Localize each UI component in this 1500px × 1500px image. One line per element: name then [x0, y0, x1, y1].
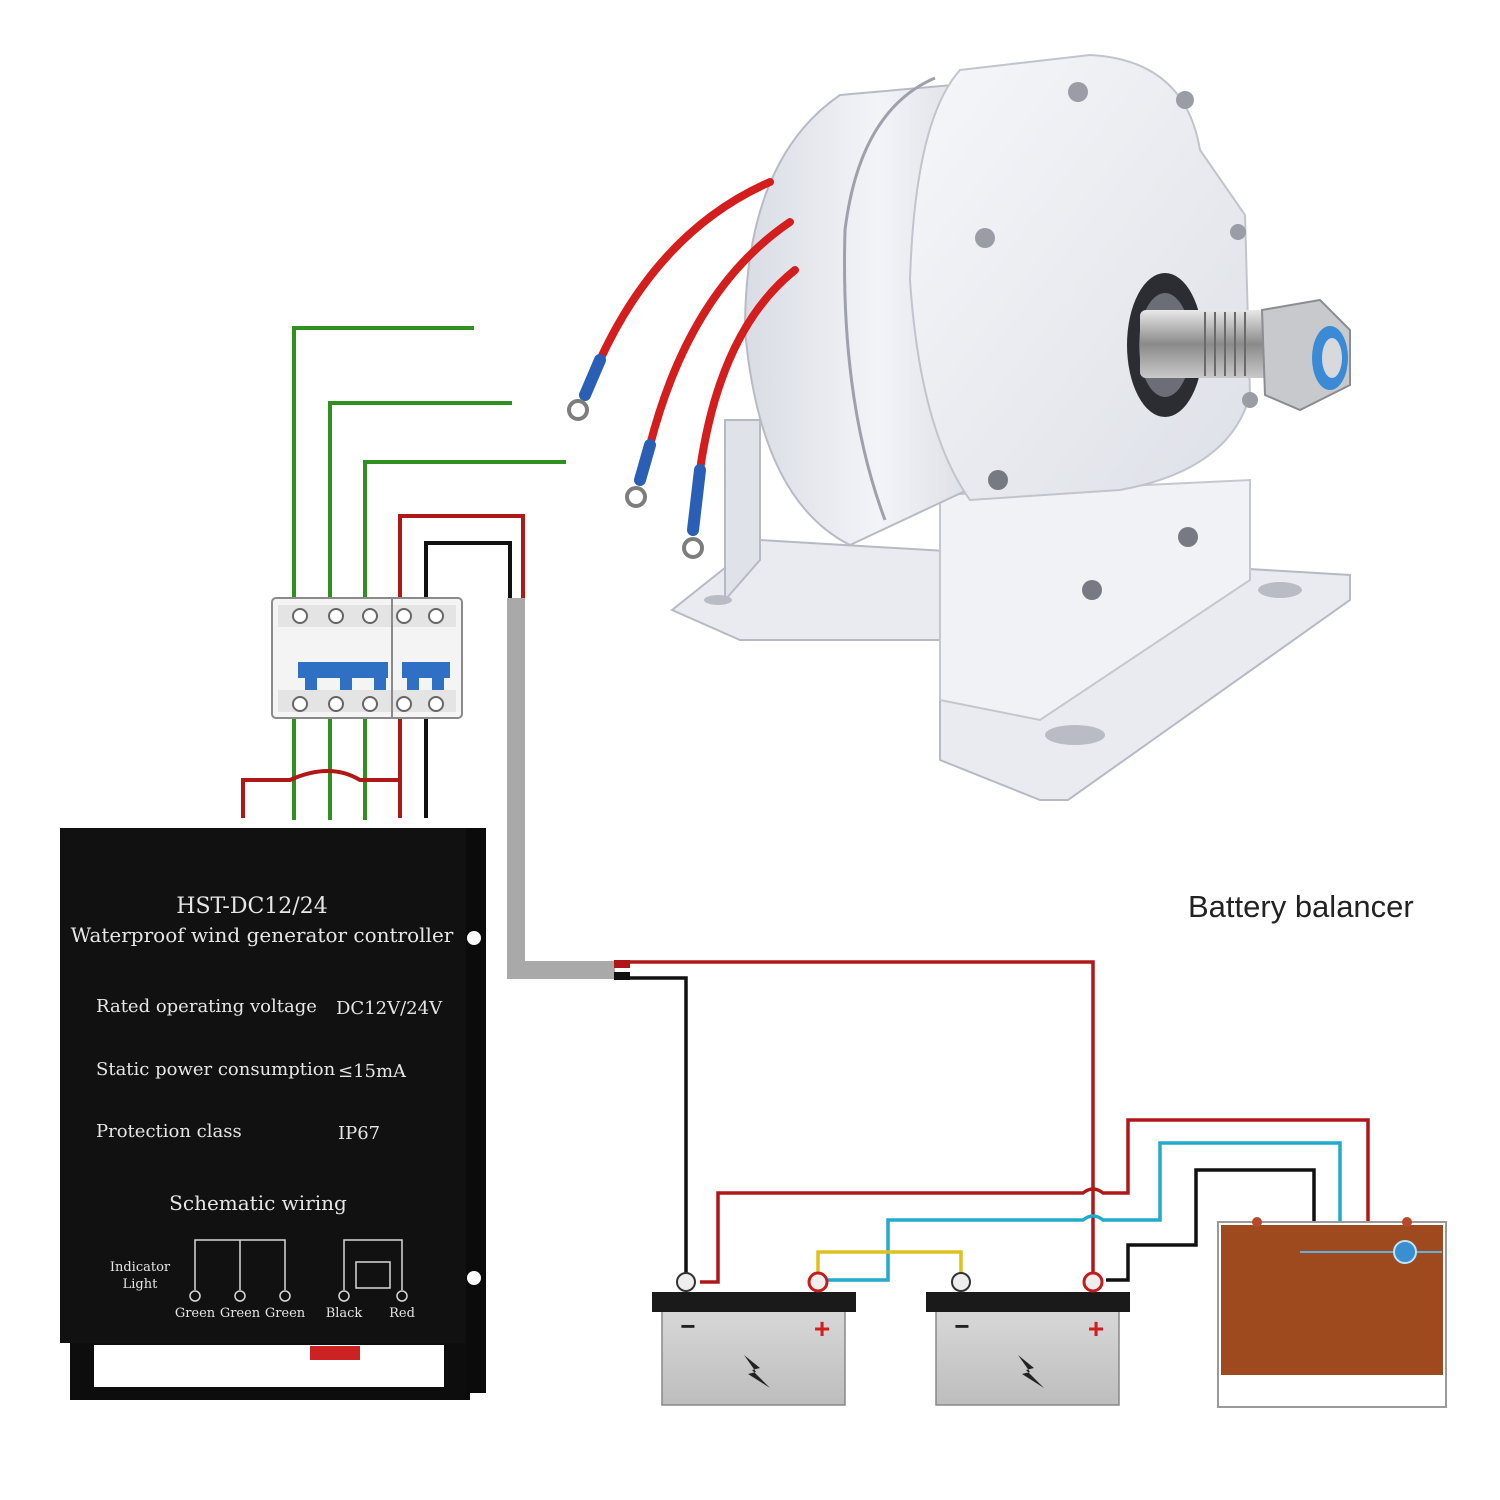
spec-label-power: Static power consumption — [96, 1059, 336, 1080]
breaker-icon — [271, 597, 463, 719]
terminal-label-green-2: Green — [220, 1306, 261, 1321]
phase-wires — [292, 326, 566, 820]
battery-1-minus: − — [680, 1311, 695, 1341]
battery-balancer — [1217, 1217, 1447, 1408]
balance-wire — [828, 1141, 1342, 1282]
negative-main-wire — [630, 976, 688, 1276]
spec-value-voltage: DC12V/24V — [336, 998, 443, 1019]
indicator-label-line1: Indicator — [110, 1260, 171, 1275]
lightning-icon — [1018, 1355, 1044, 1388]
controller-label-group: HST-DC12/24 Waterproof wind generator co… — [71, 894, 454, 1321]
wind-generator — [670, 53, 1351, 801]
terminal-label-red: Red — [389, 1306, 415, 1321]
ring-terminal-icon — [567, 354, 706, 559]
grey-cable — [507, 598, 615, 979]
balancer-indicator-icon — [1393, 1240, 1417, 1264]
lightning-icon — [744, 1355, 770, 1388]
battery-2: − + — [926, 1271, 1130, 1406]
controller-schematic-symbols — [189, 1239, 408, 1302]
balancer-negative-wire — [1106, 1168, 1316, 1282]
spec-label-voltage: Rated operating voltage — [96, 996, 317, 1017]
battery-2-minus: − — [954, 1311, 969, 1341]
generator-front-face — [908, 53, 1252, 502]
spec-value-protection: IP67 — [338, 1123, 380, 1144]
battery-balancer-label: Battery balancer — [1188, 889, 1414, 924]
battery-2-plus: + — [1088, 1313, 1104, 1344]
indicator-label-line2: Light — [123, 1277, 158, 1292]
terminal-label-black: Black — [326, 1306, 363, 1321]
hex-nut-icon — [1260, 298, 1351, 412]
series-positive-wire — [700, 1118, 1370, 1284]
generator-leads — [596, 178, 799, 474]
battery-wiring — [630, 960, 1370, 1284]
controller-model: HST-DC12/24 — [176, 894, 327, 919]
terminal-label-green-3: Green — [265, 1306, 306, 1321]
terminal-label-green-1: Green — [175, 1306, 216, 1321]
positive-main-wire — [630, 960, 1095, 1276]
series-link-wire — [816, 1250, 963, 1272]
battery-1-plus: + — [814, 1313, 830, 1344]
battery-1: − + — [652, 1271, 856, 1406]
spec-value-power: ≤15mA — [338, 1061, 407, 1082]
spec-label-protection: Protection class — [96, 1121, 242, 1142]
controller-subtitle: Waterproof wind generator controller — [71, 923, 454, 947]
wind-controller — [60, 828, 486, 1400]
schematic-title: Schematic wiring — [169, 1191, 347, 1215]
red-jumper-wire — [241, 769, 400, 818]
